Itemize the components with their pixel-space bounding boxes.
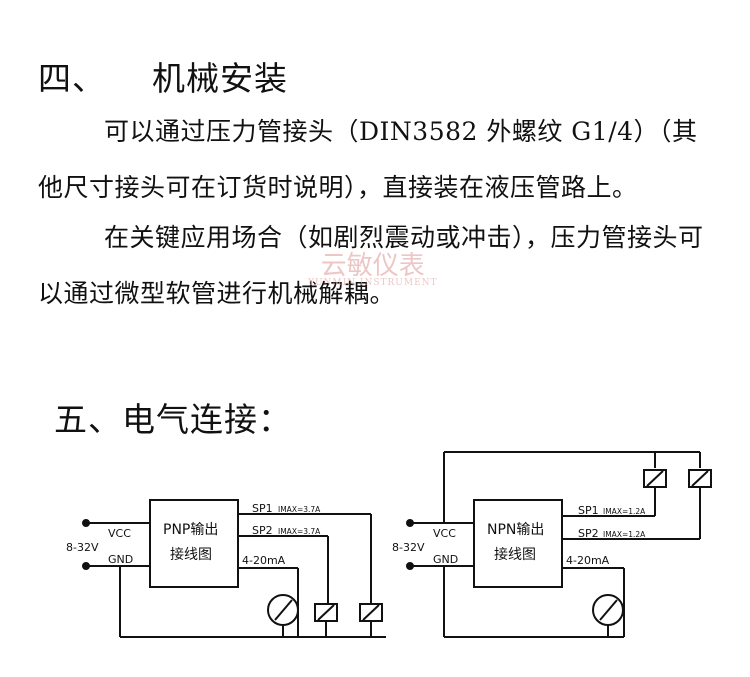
pnp-supply-label: 8-32V <box>66 541 99 554</box>
pnp-gnd-label: GND <box>108 553 133 566</box>
pnp-analog-label: 4-20mA <box>242 554 286 567</box>
npn-gnd-terminal <box>406 562 414 570</box>
pnp-vcc-label: VCC <box>108 527 131 540</box>
section-5-heading: 五、电气连接： <box>54 400 292 439</box>
npn-box-label-2: 接线图 <box>494 546 536 563</box>
npn-box-label-1: NPN输出 <box>487 522 544 538</box>
npn-sp1-imax: IMAX=1.2A <box>603 507 646 516</box>
pnp-box-label-1: PNP输出 <box>163 522 218 538</box>
npn-supply-label: 8-32V <box>392 541 425 554</box>
pnp-output-box <box>149 499 239 588</box>
pnp-sp2-label: SP2 <box>252 524 273 537</box>
pnp-sp1-imax: IMAX=3.7A <box>278 505 321 514</box>
npn-sp2-imax: IMAX=1.2A <box>603 530 646 539</box>
npn-sp2-label: SP2 <box>578 527 599 540</box>
pnp-gnd-terminal <box>82 562 90 570</box>
pnp-sp1-label: SP1 <box>252 502 273 515</box>
pnp-box-label-2: 接线图 <box>170 546 212 563</box>
mechanical-install-paragraph-2: 在关键应用场合（如剧烈震动或冲击），压力管接头可以通过微型软管进行机械解耦。 <box>38 223 704 308</box>
wiring-diagrams: PNP输出 接线图 VCC 8-32V GND SP1 IMAX=3.7A SP… <box>66 451 712 638</box>
npn-vcc-label: VCC <box>433 527 456 540</box>
npn-sp1-label: SP1 <box>578 504 599 517</box>
npn-gnd-label: GND <box>433 553 458 566</box>
npn-output-box <box>473 499 563 588</box>
mechanical-install-paragraph-1: 可以通过压力管接头（DIN3582 外螺纹 G1/4）（其他尺寸接头可在订货时说… <box>38 117 698 202</box>
pnp-vcc-terminal <box>82 519 90 527</box>
pnp-wiring-diagram <box>82 499 386 638</box>
npn-vcc-terminal <box>406 519 414 527</box>
section-4-heading: 四、 机械安装 <box>38 59 288 98</box>
npn-wiring-diagram <box>406 451 712 638</box>
npn-analog-label: 4-20mA <box>566 554 610 567</box>
pnp-sp2-imax: IMAX=3.7A <box>278 527 321 536</box>
